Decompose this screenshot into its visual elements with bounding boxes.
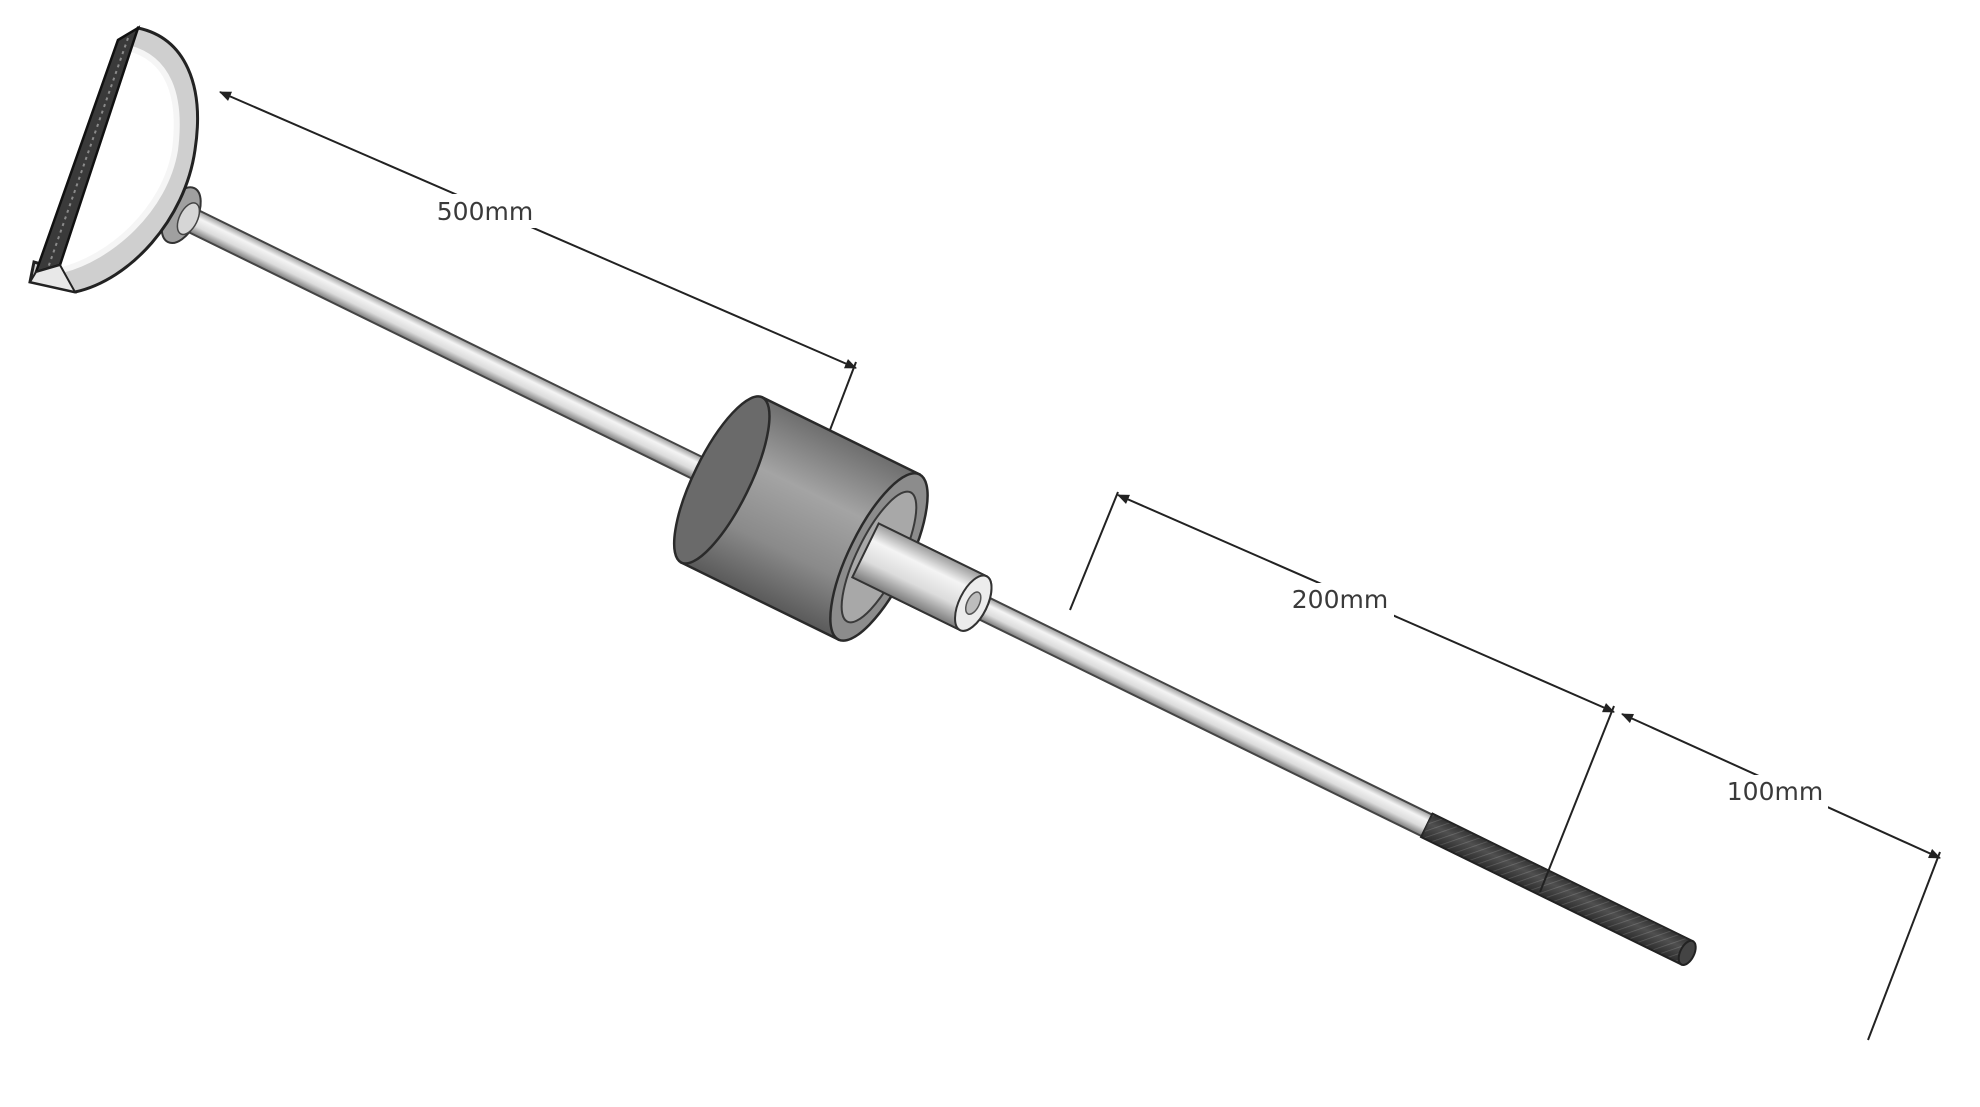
d-handle bbox=[28, 25, 199, 294]
dimension-500: 500mm bbox=[219, 91, 857, 431]
dimension-label-100: 100mm bbox=[1727, 777, 1823, 806]
tip-end bbox=[1677, 939, 1697, 966]
dimension-label-500: 500mm bbox=[437, 197, 533, 226]
upper-shaft bbox=[176, 203, 729, 493]
dimension-200: 200mm bbox=[1069, 491, 1615, 893]
dimension-100: 100mm bbox=[1621, 713, 1941, 1041]
dimension-label-200: 200mm bbox=[1292, 585, 1388, 614]
